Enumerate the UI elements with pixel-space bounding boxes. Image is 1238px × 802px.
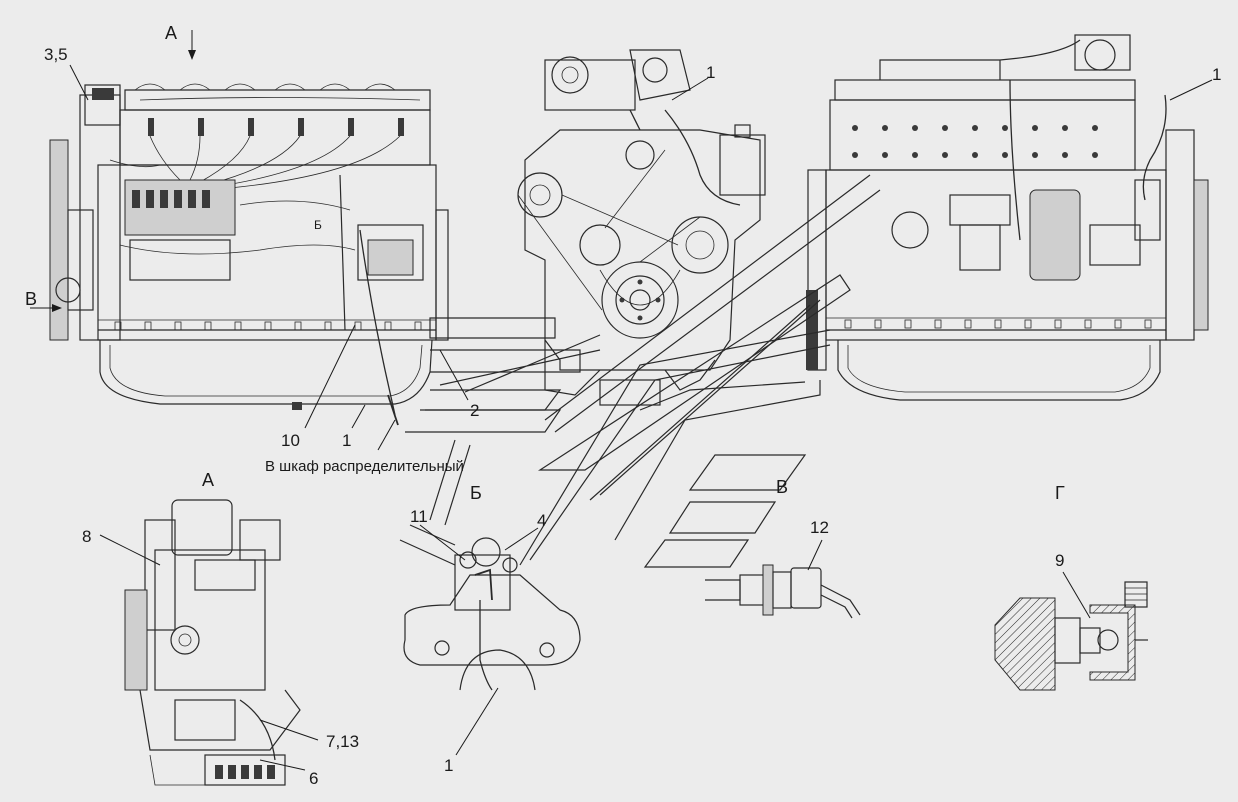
view-b-title: Б [470,483,482,503]
view-v-title: В [776,477,789,497]
view-b-mark-label: Б [314,218,322,232]
engine-left-side-view [49,83,449,426]
callout-10: 10 [281,431,300,450]
callout-3-5: 3,5 [44,45,68,64]
view-a-arrow-label: А [165,23,178,43]
view-g-sensor [994,581,1148,691]
view-v-arrow-label: В [25,289,38,309]
callout-8: 8 [82,527,92,546]
callout-6: 6 [309,769,319,788]
callout-12: 12 [810,518,829,537]
callout-1-top-right: 1 [1212,65,1222,84]
leader-lines [69,64,1213,771]
view-a-title: А [202,470,215,490]
callout-2: 2 [470,401,480,420]
callout-1-bottom: 1 [444,756,454,775]
view-arrows [30,30,196,312]
view-g-title: Г [1055,483,1065,503]
engine-right-side-view [806,34,1209,401]
cabinet-note: В шкаф распределительный [265,458,464,475]
view-a-detail [124,499,301,786]
callout-7-13: 7,13 [326,732,360,751]
view-b-starter [403,537,581,691]
callout-11: 11 [410,507,428,526]
callout-4: 4 [537,511,547,530]
callout-1-left: 1 [342,431,352,450]
callout-9: 9 [1055,551,1065,570]
harness-routing-bands [399,174,881,568]
view-v-connector [705,564,861,619]
callout-1-top-center: 1 [706,63,716,82]
engine-front-view [517,49,766,406]
